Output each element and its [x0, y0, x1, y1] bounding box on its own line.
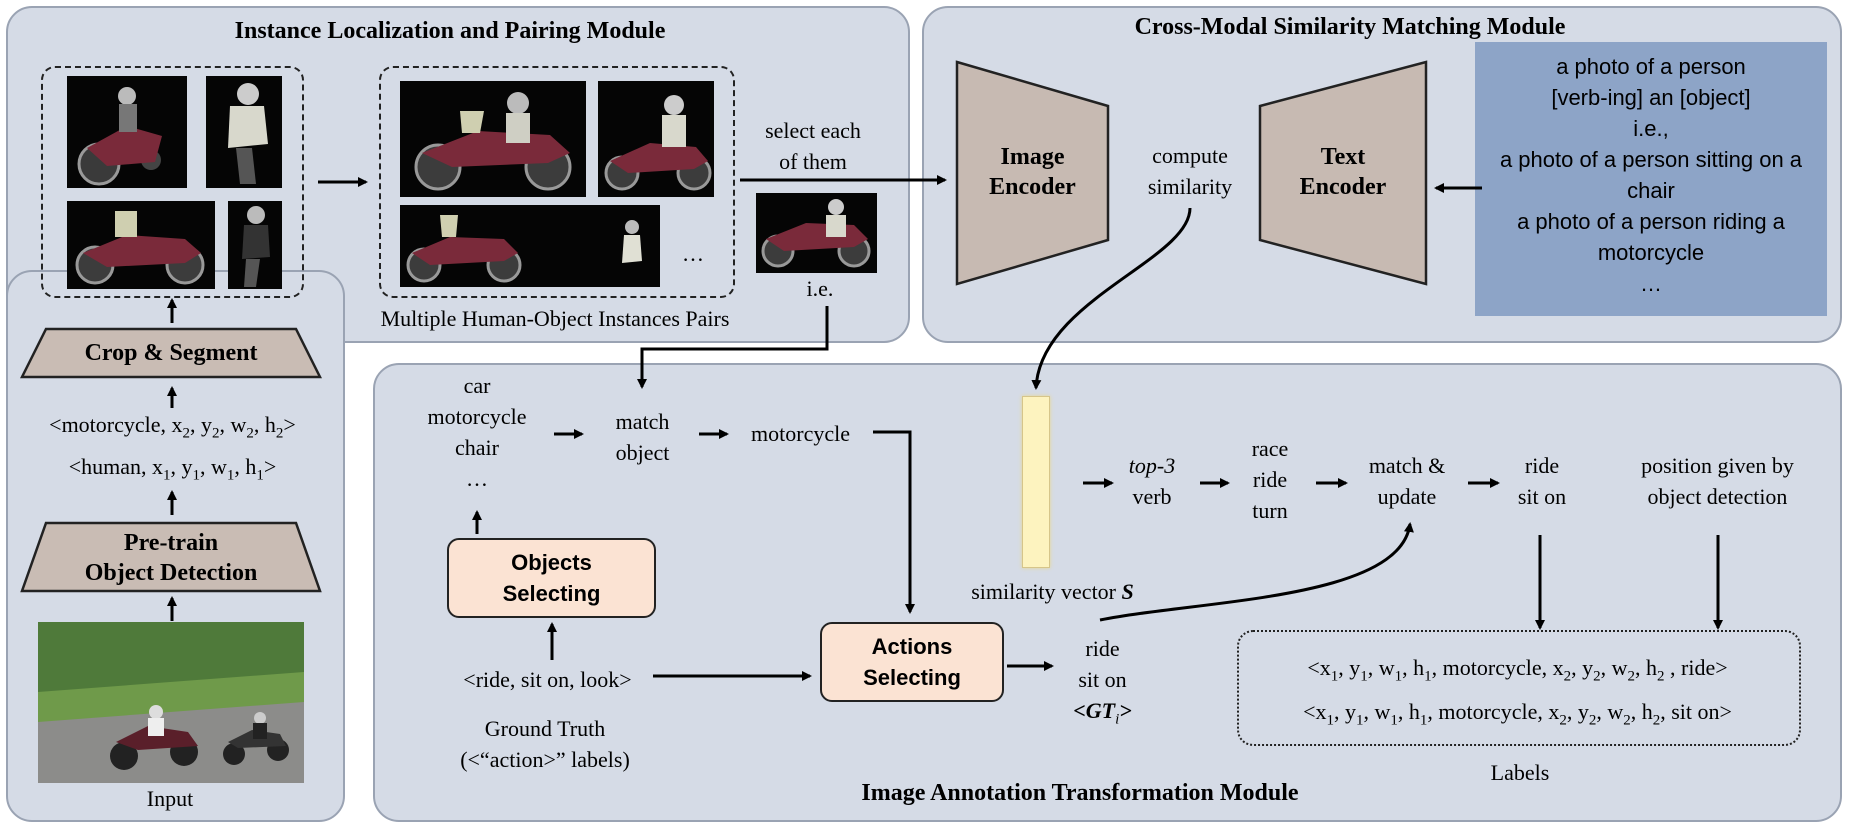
instance-crop-image	[67, 201, 215, 289]
arrow	[1099, 522, 1414, 622]
motorcycle-detection-box: <motorcycle, x2, y2, w2, h2>	[49, 412, 296, 442]
instance-crop-image	[67, 76, 187, 188]
selected-actions: ride sit on <GTi>	[1073, 636, 1132, 728]
label-row: <x1, y1, w1, h1, motorcycle, x2, y2, w2,…	[1303, 699, 1732, 729]
prompt-line: a photo of a person sitting on a	[1499, 147, 1803, 172]
prompt-line: [verb-ing] an [object]	[1551, 85, 1751, 110]
instance-crop-image	[206, 76, 282, 188]
prompt-template-box: a photo of a person [verb-ing] an [objec…	[1475, 42, 1827, 316]
crop-segment-label: Crop & Segment	[84, 340, 258, 366]
prompt-line: a photo of a person	[1556, 54, 1746, 79]
arrow	[637, 306, 829, 389]
annotation-module-title: Image Annotation Transformation Module	[861, 780, 1299, 806]
prompt-line: a photo of a person riding a	[1517, 209, 1785, 234]
prompt-line: motorcycle	[1597, 240, 1705, 265]
instance-crop-image	[228, 201, 282, 289]
localization-module-title: Instance Localization and Pairing Module	[234, 18, 666, 44]
input-label: Input	[146, 786, 194, 811]
labels-caption: Labels	[1490, 760, 1550, 785]
object-candidates: car motorcycle chair …	[427, 373, 527, 491]
match-update-text: match &update	[1368, 453, 1446, 509]
pair-image	[400, 81, 586, 197]
input-image	[38, 622, 304, 783]
prompt-line: …	[1640, 271, 1662, 296]
prompt-line: i.e.,	[1633, 116, 1669, 141]
ground-truth-caption: Ground Truth(<“action>” labels)	[460, 716, 630, 772]
similarity-vector-bar	[1022, 396, 1050, 568]
pairs-caption: Multiple Human-Object Instances Pairs	[380, 306, 730, 331]
crop-instances-group	[41, 66, 304, 298]
selected-pair-image	[756, 193, 877, 273]
arrow	[873, 430, 915, 614]
arrow	[1031, 207, 1192, 390]
similarity-vector-label: similarity vector S	[971, 579, 1134, 604]
similarity-module-title: Cross-Modal Similarity Matching Module	[1134, 14, 1566, 40]
pairs-group	[379, 66, 735, 298]
pair-image	[598, 81, 714, 197]
labels-box	[1237, 630, 1801, 746]
gt-action-tuple: <ride, sit on, look>	[463, 667, 632, 692]
matched-object: motorcycle	[751, 421, 850, 446]
human-detection-box: <human, x1, y1, w1, h1>	[68, 454, 277, 484]
pair-image	[400, 205, 660, 287]
crop-segment-block: Crop & Segment	[19, 327, 323, 379]
pairs-ellipsis: …	[682, 241, 704, 266]
ie-label: i.e.	[806, 276, 834, 301]
label-row: <x1, y1, w1, h1, motorcycle, x2, y2, w2,…	[1307, 655, 1728, 685]
prompt-line: chair	[1627, 178, 1675, 203]
